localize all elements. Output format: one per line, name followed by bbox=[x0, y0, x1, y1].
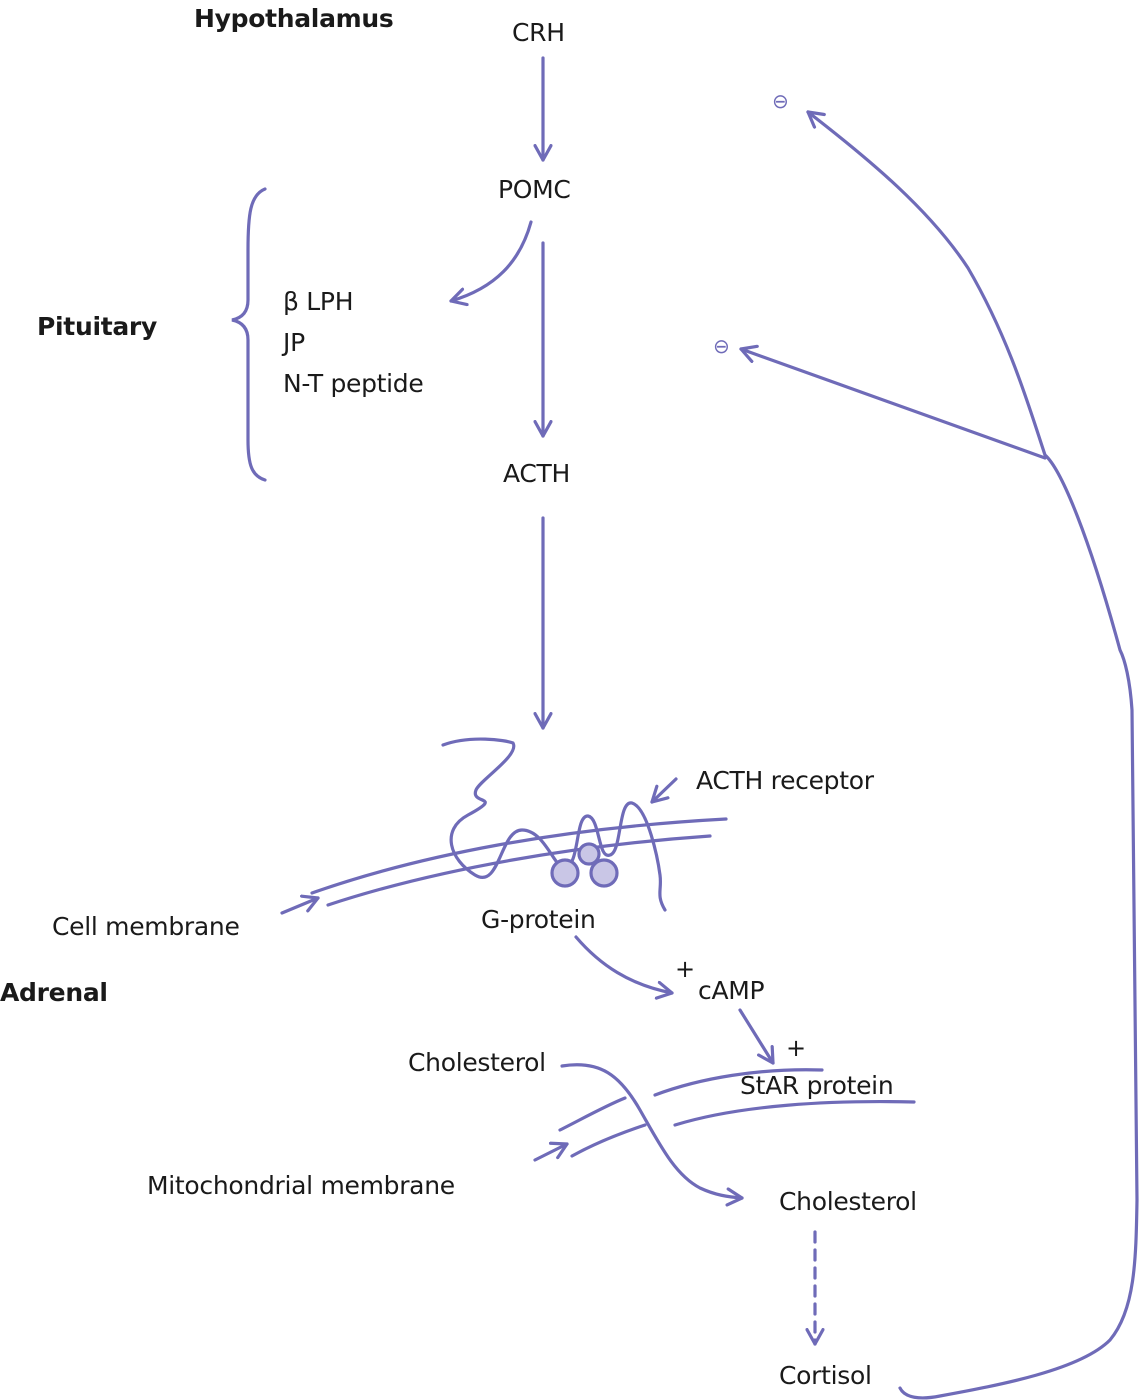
node-cholesterol-outer: Cholesterol bbox=[408, 1048, 546, 1077]
node-jp: JP bbox=[283, 328, 305, 357]
arrow-receptor-label bbox=[650, 777, 678, 804]
pituitary-brace bbox=[231, 187, 267, 482]
region-pituitary: Pituitary bbox=[37, 312, 157, 341]
label-mitochondrial-membrane: Mitochondrial membrane bbox=[147, 1171, 455, 1200]
g-protein-subunit-beta bbox=[577, 842, 601, 866]
mito-membrane-inner-right bbox=[673, 1099, 916, 1127]
node-nt-peptide: N-T peptide bbox=[283, 369, 424, 398]
cell-membrane-inner bbox=[326, 834, 712, 907]
node-crh: CRH bbox=[512, 18, 565, 47]
g-protein-subunit-gamma bbox=[589, 858, 619, 888]
arrow-pomc-lph bbox=[449, 220, 533, 307]
region-adrenal: Adrenal bbox=[0, 978, 108, 1007]
node-acth: ACTH bbox=[503, 459, 570, 488]
mito-membrane-inner-left bbox=[570, 1123, 647, 1158]
node-cholesterol-inner: Cholesterol bbox=[779, 1187, 917, 1216]
arrow-mito-membrane bbox=[533, 1141, 569, 1162]
inhibition-icon-hypothalamus: ⊖ bbox=[772, 89, 789, 113]
arrow-cell-membrane bbox=[280, 894, 320, 915]
node-pomc: POMC bbox=[498, 175, 571, 204]
arrow-gprotein-camp bbox=[574, 935, 674, 1000]
node-star-protein: StAR protein bbox=[740, 1071, 894, 1100]
stimulation-sign-camp: + bbox=[675, 955, 696, 983]
mito-membrane-outer-right bbox=[653, 1068, 824, 1097]
acth-receptor-squiggle bbox=[441, 737, 667, 912]
label-acth-receptor: ACTH receptor bbox=[696, 766, 874, 795]
arrow-camp-star bbox=[738, 1008, 775, 1065]
arrow-cholesterol-transport bbox=[560, 1063, 744, 1207]
mito-membrane-outer-left bbox=[558, 1096, 627, 1132]
label-cell-membrane: Cell membrane bbox=[52, 912, 240, 941]
stimulation-sign-star: + bbox=[786, 1034, 807, 1062]
g-protein-subunit-alpha bbox=[550, 858, 580, 888]
feedback-cortisol-to-pituitary bbox=[739, 344, 1047, 460]
node-beta-lph: β LPH bbox=[283, 287, 354, 316]
feedback-cortisol-to-hypothalamus bbox=[806, 110, 1139, 1400]
cell-membrane-outer bbox=[310, 817, 728, 895]
node-cortisol: Cortisol bbox=[779, 1361, 872, 1390]
inhibition-icon-pituitary: ⊖ bbox=[713, 334, 730, 358]
node-g-protein: G-protein bbox=[481, 905, 596, 934]
node-camp: cAMP bbox=[698, 976, 765, 1005]
region-hypothalamus: Hypothalamus bbox=[194, 4, 394, 33]
